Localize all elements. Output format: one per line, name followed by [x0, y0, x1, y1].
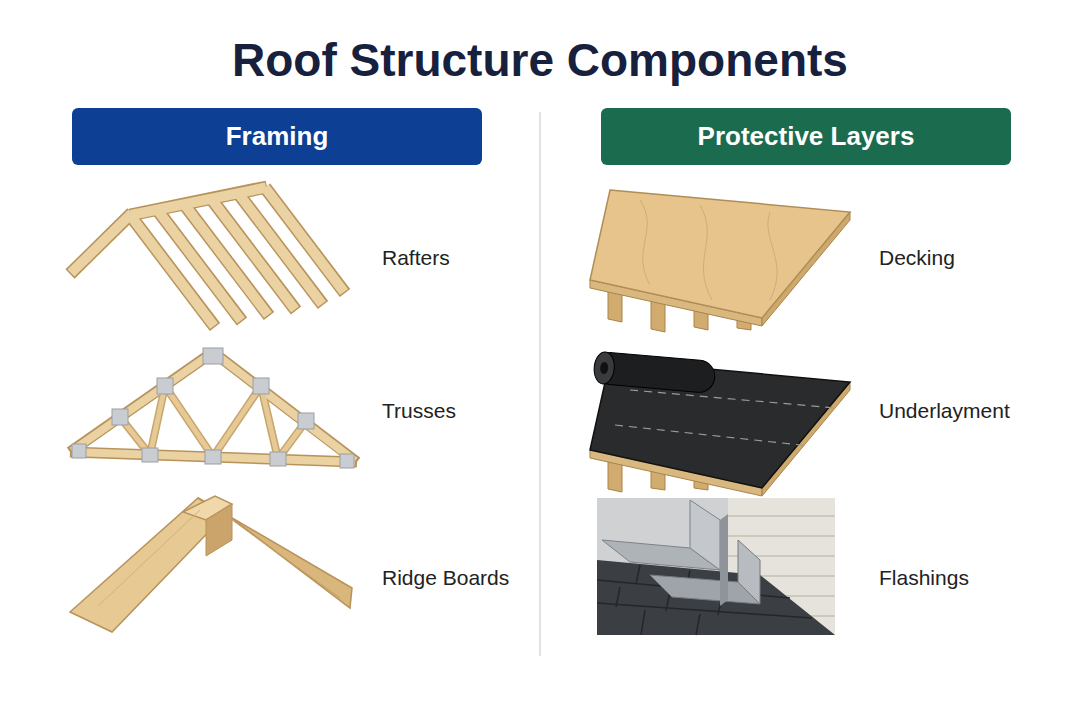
truss-illustration-part-part: [150, 386, 165, 455]
ridge-board-illustration: [70, 496, 352, 632]
truss-illustration-part-part: [340, 454, 354, 468]
ridge-board-illustration-part: [98, 510, 200, 606]
flashing-illustration: [597, 498, 835, 635]
truss-illustration-part-part: [203, 348, 223, 364]
truss-illustration-part-part: [298, 413, 314, 429]
underlayment-illustration-part-part: [630, 390, 835, 408]
underlayment-illustration-part-part: [600, 362, 609, 375]
rafters-illustration: [70, 187, 345, 327]
flashing-illustration-part-part: [728, 515, 835, 517]
truss-illustration-part: [70, 352, 357, 462]
flashing-illustration-part-part: [636, 565, 640, 584]
decking-illustration-part-part: [768, 212, 777, 300]
flashing-illustration-part: [597, 498, 835, 635]
part-label: Flashings: [879, 566, 969, 590]
truss-illustration-part-part: [213, 352, 357, 462]
flashing-illustration-part: [720, 514, 728, 606]
column-divider: [539, 112, 541, 656]
rafters-illustration-part: [71, 188, 344, 327]
underlayment-illustration-part-part: [615, 425, 810, 446]
ridge-board-illustration-part: [198, 498, 352, 608]
flashing-illustration-part: [597, 565, 812, 635]
header-text: Framing: [226, 121, 329, 152]
truss-illustration-part-part: [165, 386, 213, 457]
truss-illustration-part-part: [157, 378, 173, 394]
underlayment-illustration-part: [593, 351, 716, 393]
ridge-board-illustration-part: [206, 504, 232, 556]
flashing-illustration-part-part: [728, 535, 835, 537]
ridge-board-illustration-part: [232, 520, 340, 598]
rafters-illustration-part-part: [265, 188, 344, 293]
truss-illustration-part-part: [205, 450, 221, 464]
diagram-title: Roof Structure Components: [232, 33, 848, 87]
flashing-illustration-part: [597, 560, 835, 635]
truss-illustration-part-part: [253, 378, 269, 394]
part-label: Trusses: [382, 399, 456, 423]
truss-illustration: [70, 348, 357, 468]
truss-illustration-part-part: [261, 386, 278, 459]
flashing-illustration-part: [690, 500, 720, 570]
decking-illustration: [590, 190, 850, 332]
decking-illustration-part-part: [700, 205, 712, 300]
underlayment-illustration-part-part: [594, 351, 716, 393]
rafters-illustration-part-part: [71, 213, 132, 273]
truss-illustration-part-part: [112, 409, 128, 425]
flashing-illustration-part-part: [696, 614, 700, 635]
rafters-illustration-part-part: [70, 213, 132, 274]
header-text: Protective Layers: [698, 121, 915, 152]
truss-illustration-part-part: [214, 353, 355, 461]
flashing-illustration-part: [738, 540, 760, 604]
truss-illustration-part-part: [70, 352, 213, 452]
decking-illustration-part: [590, 190, 850, 318]
decking-illustration-part: [640, 200, 777, 300]
flashing-illustration-part-part: [641, 610, 645, 635]
truss-illustration-part-part: [72, 444, 86, 458]
flashing-illustration-part-part: [597, 603, 812, 618]
decking-illustration-part-part: [640, 200, 650, 285]
truss-illustration-part-part: [165, 386, 213, 457]
truss-illustration-part-part: [213, 386, 261, 457]
truss-illustration-part: [72, 348, 354, 468]
part-label: Decking: [879, 246, 955, 270]
flashing-illustration-part-part: [616, 587, 620, 607]
rafters-illustration-part: [70, 187, 345, 327]
underlayment-illustration-part-part: [593, 351, 616, 385]
truss-illustration-part-part: [270, 452, 286, 466]
underlayment-illustration: [590, 351, 850, 496]
part-label: Underlayment: [879, 399, 1010, 423]
truss-illustration-part-part: [142, 448, 158, 462]
truss-illustration-part-part: [213, 386, 261, 457]
header-band: Protective Layers: [601, 108, 1011, 165]
part-label: Ridge Boards: [382, 566, 509, 590]
part-label: Rafters: [382, 246, 450, 270]
truss-illustration-part: [72, 353, 355, 462]
truss-illustration-part-part: [72, 353, 212, 451]
underlayment-illustration-part: [615, 390, 835, 446]
header-band: Framing: [72, 108, 482, 165]
